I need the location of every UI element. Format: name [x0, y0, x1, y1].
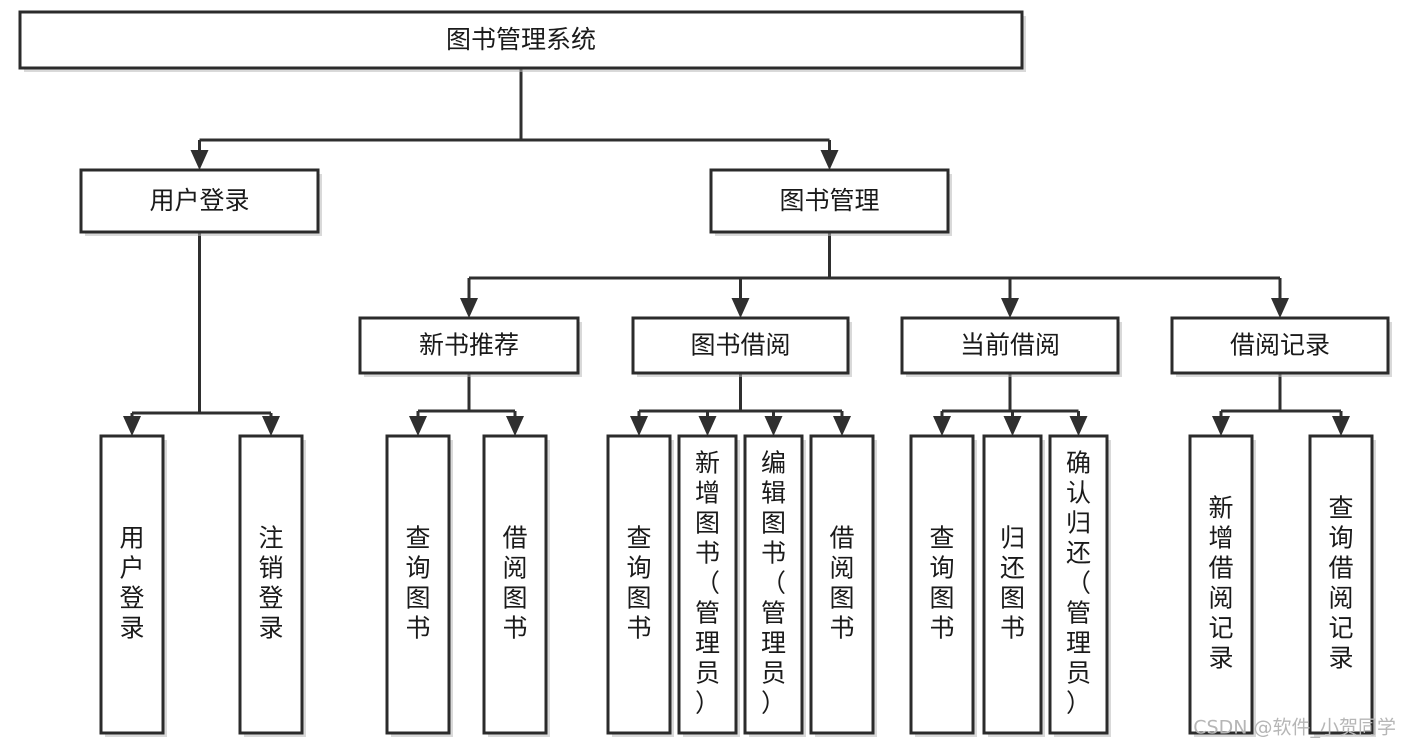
node-leaf-edit-book[interactable]: 编辑图书（管理员） [743, 434, 806, 737]
node-layer: 图书管理系统用户登录图书管理新书推荐图书借阅当前借阅借阅记录用户登录注销登录查询… [18, 10, 1392, 737]
node-leaf-query-book[interactable]: 查询图书 [606, 434, 674, 737]
node-label: 注销登录 [258, 524, 283, 643]
node-label: 查询图书 [405, 524, 430, 643]
connector-group-new-book-rec [409, 373, 524, 436]
node-box[interactable] [358, 316, 580, 375]
node-box[interactable] [631, 316, 850, 375]
node-label: 借阅图书 [829, 524, 854, 643]
node-box[interactable] [1048, 434, 1109, 735]
node-borrow-record[interactable]: 借阅记录 [1170, 316, 1392, 377]
node-leaf-borrow-book-rec[interactable]: 借阅图书 [482, 434, 550, 737]
node-leaf-add-book[interactable]: 新增图书（管理员） [677, 434, 740, 737]
node-box[interactable] [1170, 316, 1390, 375]
connector-group-root [190, 68, 839, 170]
node-label: 确认归还（管理员） [1066, 449, 1091, 718]
node-label: 查询借阅记录 [1328, 494, 1353, 673]
node-label: 图书借阅 [690, 331, 790, 360]
node-leaf-return-book[interactable]: 归还图书 [982, 434, 1045, 737]
node-leaf-user-logout[interactable]: 注销登录 [238, 434, 306, 737]
node-leaf-query-record[interactable]: 查询借阅记录 [1308, 434, 1376, 737]
node-label: 当前借阅 [960, 331, 1060, 360]
node-new-book-rec[interactable]: 新书推荐 [358, 316, 582, 377]
node-label: 编辑图书（管理员） [761, 449, 786, 718]
connector-group-borrow-record [1212, 373, 1350, 436]
node-label: 新书推荐 [419, 331, 519, 360]
node-current-borrow[interactable]: 当前借阅 [900, 316, 1122, 377]
node-leaf-user-login[interactable]: 用户登录 [99, 434, 167, 737]
node-label: 图书管理系统 [446, 25, 596, 54]
node-label: 新增借阅记录 [1208, 494, 1233, 673]
node-label: 归还图书 [1000, 524, 1025, 643]
node-root[interactable]: 图书管理系统 [18, 10, 1026, 72]
node-box[interactable] [606, 434, 672, 735]
node-book-borrow[interactable]: 图书借阅 [631, 316, 852, 377]
node-leaf-query-book-cur[interactable]: 查询图书 [909, 434, 977, 737]
node-label: 查询图书 [929, 524, 954, 643]
node-box[interactable] [709, 168, 950, 234]
node-label: 用户登录 [119, 524, 144, 643]
node-box[interactable] [385, 434, 451, 735]
connector-group-user-login [123, 232, 280, 436]
node-box[interactable] [79, 168, 320, 234]
node-leaf-query-book-rec[interactable]: 查询图书 [385, 434, 453, 737]
node-box[interactable] [18, 10, 1024, 70]
node-label: 借阅图书 [502, 524, 527, 643]
node-box[interactable] [482, 434, 548, 735]
node-book-manage[interactable]: 图书管理 [709, 168, 952, 236]
connector-group-book-borrow [630, 373, 851, 436]
node-label: 用户登录 [149, 186, 249, 215]
node-label: 借阅记录 [1230, 331, 1330, 360]
node-leaf-add-record[interactable]: 新增借阅记录 [1188, 434, 1256, 737]
node-box[interactable] [809, 434, 875, 735]
node-leaf-borrow-book[interactable]: 借阅图书 [809, 434, 877, 737]
csdn-watermark: CSDN @软件_小贺同学 [1193, 717, 1396, 739]
node-box[interactable] [1188, 434, 1254, 735]
node-label: 新增图书（管理员） [695, 449, 720, 718]
node-user-login[interactable]: 用户登录 [79, 168, 322, 236]
connector-group-book-manage [460, 232, 1289, 318]
node-box[interactable] [982, 434, 1043, 735]
node-box[interactable] [1308, 434, 1374, 735]
node-box[interactable] [238, 434, 304, 735]
node-box[interactable] [743, 434, 804, 735]
node-leaf-confirm-return[interactable]: 确认归还（管理员） [1048, 434, 1111, 737]
connector-group-current-borrow [933, 373, 1088, 436]
node-box[interactable] [900, 316, 1120, 375]
node-box[interactable] [677, 434, 738, 735]
node-label: 查询图书 [626, 524, 651, 643]
node-box[interactable] [909, 434, 975, 735]
connector-layer [123, 68, 1350, 436]
node-box[interactable] [99, 434, 165, 735]
node-label: 图书管理 [779, 186, 879, 215]
